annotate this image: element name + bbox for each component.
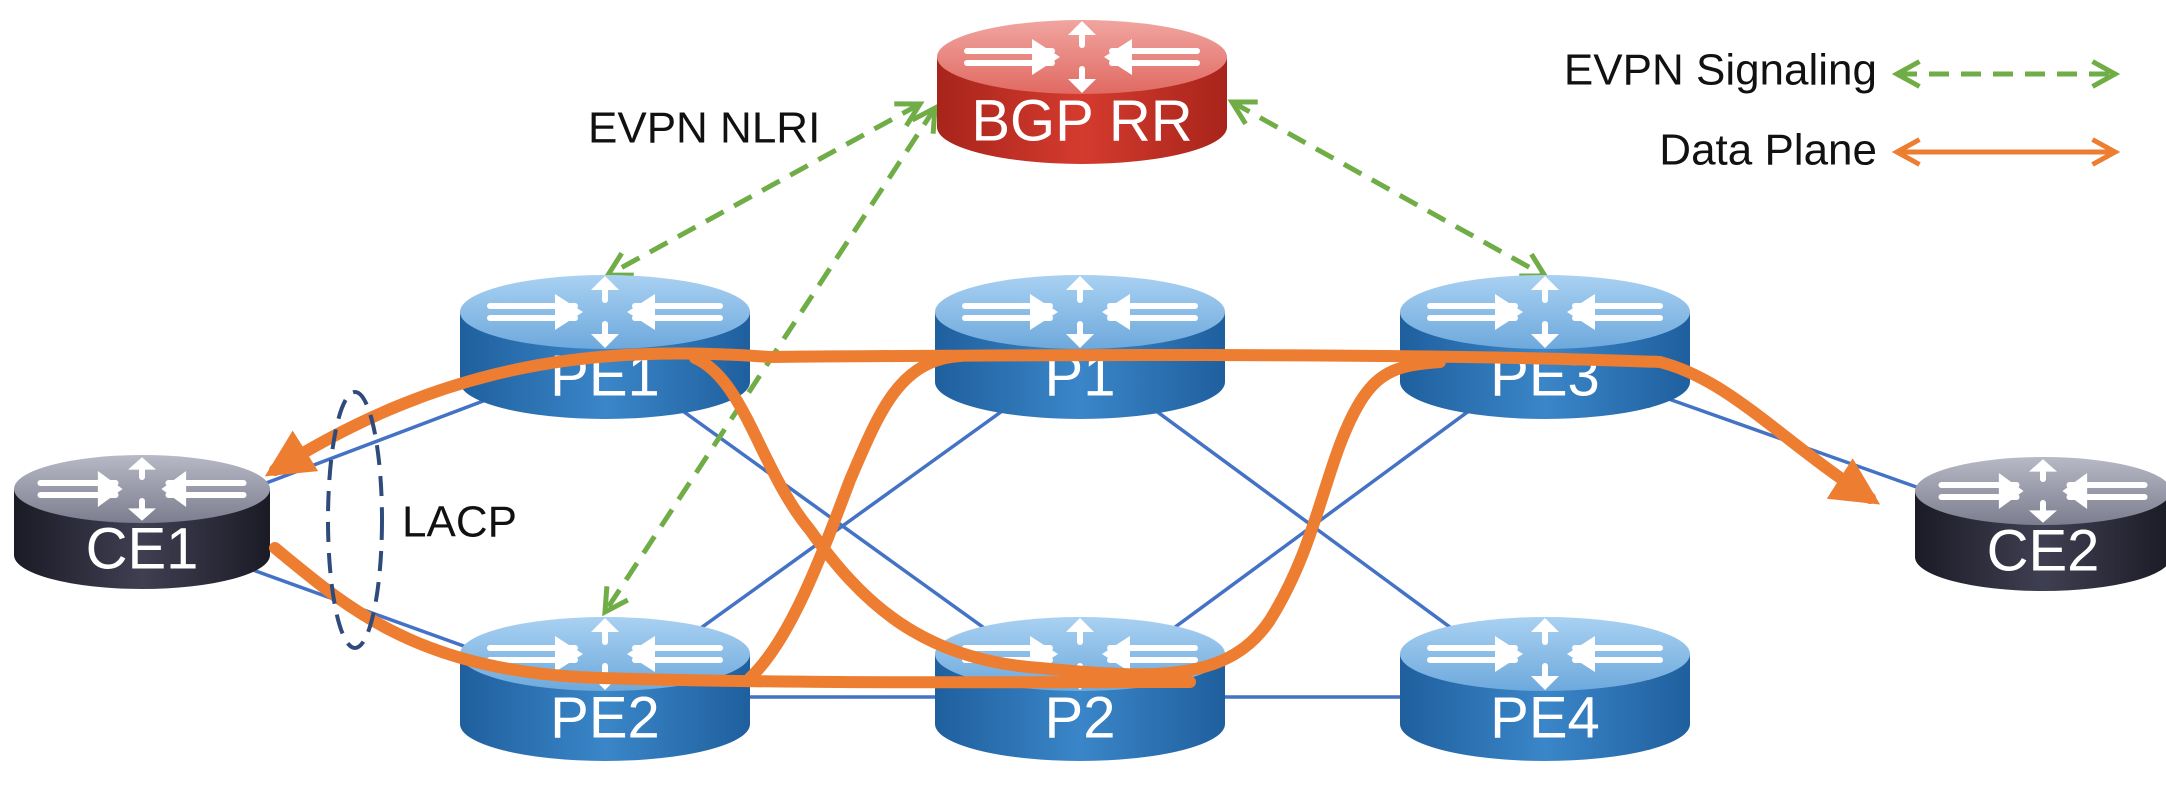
router-ce1[interactable]: CE1: [14, 455, 270, 589]
router-arrows-icon: [962, 276, 1198, 348]
router-top: [1400, 275, 1690, 349]
router-arrows-icon: [37, 457, 247, 521]
router-label-pe4: PE4: [1490, 686, 1600, 751]
router-top: [1915, 457, 2166, 525]
data-plane-top: [264, 347, 1881, 505]
router-ce2[interactable]: CE2: [1915, 457, 2166, 591]
router-arrows-icon: [1427, 618, 1663, 690]
router-p2[interactable]: P2: [935, 617, 1225, 761]
legend: EVPN Signaling Data Plane: [1564, 46, 2115, 175]
router-label-ce1: CE1: [86, 517, 199, 582]
evpn-signaling-rr-pe3: [1232, 102, 1545, 276]
router-pe4[interactable]: PE4: [1400, 617, 1690, 761]
router-label-p2: P2: [1045, 686, 1116, 751]
data-plane-bottom: [269, 542, 1196, 689]
router-top: [460, 275, 750, 349]
lacp-label: LACP: [402, 498, 517, 547]
data-plane-pe2-via-p1: [744, 350, 966, 684]
router-arrows-icon: [964, 21, 1200, 93]
data-plane-paths: [264, 347, 1881, 689]
router-pe1[interactable]: PE1: [460, 275, 750, 419]
router-arrows-icon: [487, 618, 723, 690]
legend-data-plane-label: Data Plane: [1659, 126, 1877, 175]
router-p1[interactable]: P1: [935, 275, 1225, 419]
router-top: [1400, 617, 1690, 691]
data-plane-pe1-via-p2-to-pe3: [689, 352, 1446, 681]
router-label-pe2: PE2: [550, 686, 660, 751]
router-label-bgp-rr: BGP RR: [971, 89, 1192, 154]
router-bgp-rr[interactable]: BGP RR: [937, 20, 1227, 164]
router-label-ce2: CE2: [1987, 519, 2100, 584]
router-pe3[interactable]: PE3: [1400, 275, 1690, 419]
legend-evpn-signaling-label: EVPN Signaling: [1564, 46, 1877, 95]
router-arrows-icon: [487, 276, 723, 348]
router-top: [935, 275, 1225, 349]
lacp-bundle-ellipse: [326, 390, 384, 650]
router-arrows-icon: [1938, 459, 2148, 523]
router-top: [937, 20, 1227, 94]
router-top: [14, 455, 270, 523]
evpn-nlri-label: EVPN NLRI: [588, 104, 820, 153]
router-arrows-icon: [1427, 276, 1663, 348]
router-pe2[interactable]: PE2: [460, 617, 750, 761]
